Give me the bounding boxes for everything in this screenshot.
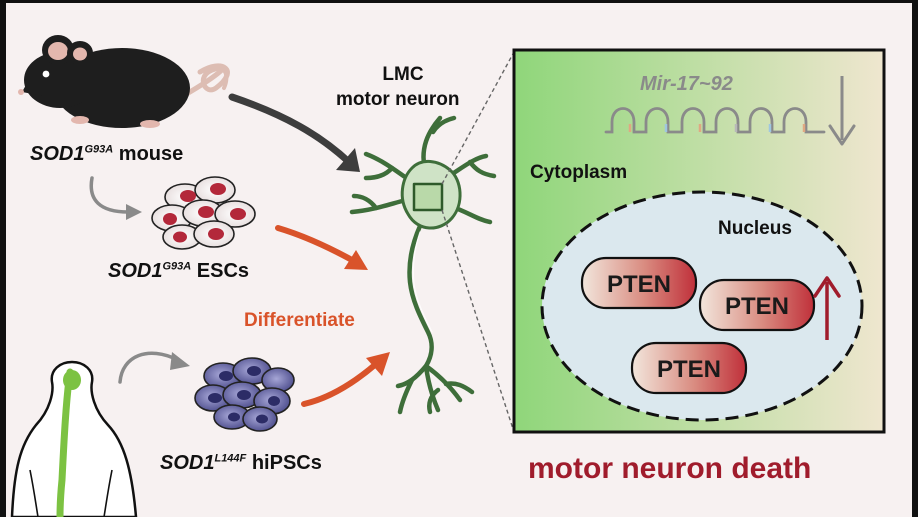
mirna-ticks [628, 124, 806, 132]
lmc-label-line1: LMC [382, 64, 424, 85]
mouse-to-esc-arrow [89, 176, 142, 220]
mouse-icon [18, 35, 230, 128]
zoom-guide-bottom [441, 209, 515, 433]
motor-neuron-icon [349, 115, 497, 415]
frame-left [0, 0, 6, 517]
outcome-label: motor neuron death [528, 452, 812, 485]
esc-word: ESCs [196, 260, 250, 282]
hipsc-word: hiPSCs [251, 452, 322, 474]
mouse-label: SOD1G93A mouse [30, 143, 183, 166]
mouse-word: mouse [118, 143, 184, 165]
pten-pill-1: PTEN [580, 256, 698, 310]
down-arrow-icon [828, 76, 856, 146]
mouse-to-neuron-arrow [228, 93, 360, 172]
pten-label-2: PTEN [725, 293, 789, 320]
frame-right [912, 0, 918, 517]
esc-gene: SOD1 [108, 260, 163, 282]
mirna-hairpin-icon [604, 107, 826, 134]
hipsc-gene: SOD1 [160, 452, 215, 474]
hipsc-cluster-icon [194, 357, 295, 432]
lmc-label-line2: motor neuron [336, 89, 460, 110]
mouse-gene: SOD1 [30, 143, 85, 165]
esc-to-neuron-arrow [275, 225, 368, 270]
pten-label-3: PTEN [657, 356, 721, 383]
human-back-icon [10, 360, 138, 517]
mir-label: Mir-17~92 [640, 73, 733, 95]
differentiate-label: Differentiate [244, 310, 355, 331]
esc-allele: G93A [162, 260, 192, 273]
back-to-hipsc-arrow [118, 351, 190, 384]
frame-top [0, 0, 918, 3]
nucleus-label: Nucleus [718, 218, 792, 239]
hipsc-to-neuron-arrow [301, 352, 390, 407]
hipsc-label: SOD1L144F hiPSCs [160, 452, 322, 475]
hipsc-allele: L144F [214, 452, 247, 465]
cytoplasm-label: Cytoplasm [530, 162, 628, 183]
esc-label: SOD1G93A ESCs [108, 260, 249, 283]
up-arrow-icon [813, 276, 841, 340]
esc-cluster-icon [151, 176, 256, 250]
mouse-allele: G93A [84, 143, 114, 156]
pten-label-1: PTEN [607, 271, 671, 298]
pten-pill-2: PTEN [698, 278, 816, 332]
pten-pill-3: PTEN [630, 341, 748, 395]
